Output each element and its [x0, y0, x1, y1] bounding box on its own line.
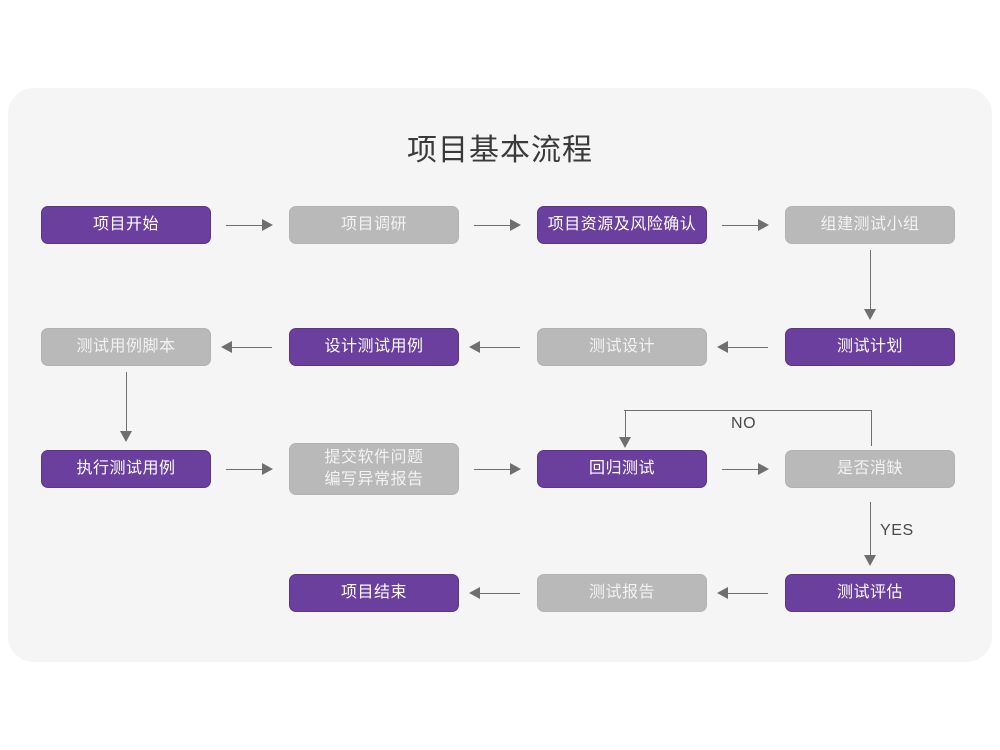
node-test-case-script[interactable]: 测试用例脚本	[41, 328, 211, 366]
node-test-report[interactable]: 测试报告	[537, 574, 707, 612]
edge-label-no: NO	[731, 415, 757, 432]
node-form-test-team[interactable]: 组建测试小组	[785, 206, 955, 244]
edge-start-to-research	[226, 225, 266, 226]
edge-no-loop-horizontal	[624, 410, 872, 411]
arrow-down-icon	[120, 431, 132, 442]
edge-team-to-testplan	[870, 250, 871, 312]
edge-design-to-script	[232, 347, 272, 348]
edge-label-yes: YES	[880, 522, 914, 539]
edge-testdesign-to-design	[480, 347, 520, 348]
edge-risk-to-team	[722, 225, 762, 226]
edge-submit-to-regression	[474, 469, 514, 470]
arrow-left-icon	[717, 341, 728, 353]
arrow-right-icon	[262, 463, 273, 475]
node-resource-risk-confirm[interactable]: 项目资源及风险确认	[537, 206, 707, 244]
node-test-evaluation[interactable]: 测试评估	[785, 574, 955, 612]
arrow-down-icon	[864, 555, 876, 566]
edge-testplan-to-testdesign	[728, 347, 768, 348]
arrow-right-icon	[758, 219, 769, 231]
arrow-left-icon	[469, 587, 480, 599]
edge-cleared-to-evaluation	[870, 502, 871, 558]
arrow-left-icon	[717, 587, 728, 599]
edge-research-to-risk	[474, 225, 514, 226]
node-project-start[interactable]: 项目开始	[41, 206, 211, 244]
arrow-down-icon	[864, 309, 876, 320]
arrow-right-icon	[510, 219, 521, 231]
node-submit-defect-report[interactable]: 提交软件问题 编写异常报告	[289, 443, 459, 495]
arrow-right-icon	[510, 463, 521, 475]
edge-no-loop-right-riser	[871, 410, 872, 446]
node-test-design[interactable]: 测试设计	[537, 328, 707, 366]
arrow-down-icon	[619, 437, 631, 448]
arrow-left-icon	[469, 341, 480, 353]
node-design-test-case[interactable]: 设计测试用例	[289, 328, 459, 366]
node-project-end[interactable]: 项目结束	[289, 574, 459, 612]
node-execute-test-case[interactable]: 执行测试用例	[41, 450, 211, 488]
edge-evaluation-to-report	[728, 593, 768, 594]
node-project-research[interactable]: 项目调研	[289, 206, 459, 244]
edge-regression-to-cleared	[722, 469, 762, 470]
arrow-right-icon	[758, 463, 769, 475]
edge-report-to-end	[480, 593, 520, 594]
node-test-plan[interactable]: 测试计划	[785, 328, 955, 366]
edge-no-loop-left-drop	[625, 410, 626, 440]
node-defect-cleared[interactable]: 是否消缺	[785, 450, 955, 488]
edge-execute-to-submit	[226, 469, 266, 470]
page-title: 项目基本流程	[407, 134, 593, 167]
node-regression-test[interactable]: 回归测试	[537, 450, 707, 488]
edge-script-to-execute	[126, 372, 127, 434]
arrow-right-icon	[262, 219, 273, 231]
flowchart-card	[8, 88, 992, 662]
arrow-left-icon	[221, 341, 232, 353]
